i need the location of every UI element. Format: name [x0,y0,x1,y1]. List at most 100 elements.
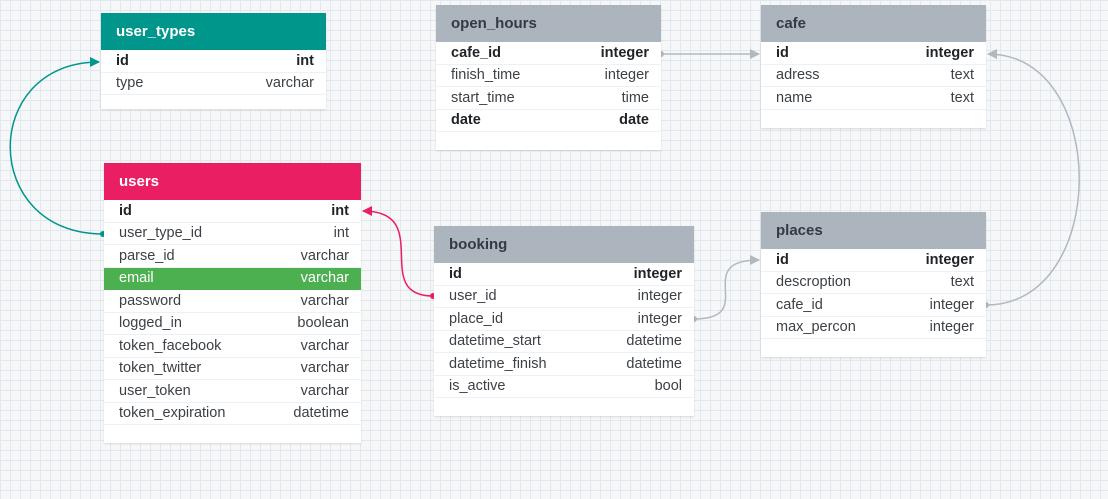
column-type: text [950,274,974,291]
column-name: max_percon [776,319,856,336]
column-type: integer [600,44,649,61]
column-row[interactable]: user_token varchar [104,380,361,403]
column-row[interactable]: token_expiration datetime [104,403,361,425]
relation-places-cafe[interactable] [985,49,1080,306]
column-type: datetime [293,405,349,422]
column-row[interactable]: id integer [761,42,986,65]
column-name: cafe_id [776,296,823,313]
column-row[interactable]: max_percon integer [761,317,986,339]
table-users[interactable]: users id int user_type_id int parse_id v… [104,163,361,443]
table-booking[interactable]: booking id integer user_id integer place… [434,226,694,416]
column-row[interactable]: start_time time [436,87,661,110]
column-type: varchar [300,360,349,377]
column-type: varchar [300,382,349,399]
column-row[interactable]: parse_id varchar [104,245,361,268]
column-row[interactable]: place_id integer [434,308,694,331]
column-name: id [776,44,789,61]
table-footer [434,398,694,416]
column-row[interactable]: datetime_start datetime [434,331,694,353]
column-name: email [119,270,154,287]
column-name: start_time [451,89,515,106]
column-type: varchar [300,292,349,309]
column-name: is_active [449,378,506,395]
column-row[interactable]: user_type_id int [104,223,361,245]
column-row[interactable]: id int [104,200,361,223]
column-name: datetime_start [449,333,541,350]
column-row[interactable]: password varchar [104,290,361,313]
table-header[interactable]: open_hours [436,5,661,42]
column-name: cafe_id [451,44,501,61]
column-name: logged_in [119,315,182,332]
relation-booking-places[interactable] [693,255,760,320]
column-name: descroption [776,274,851,291]
column-row[interactable]: id integer [434,263,694,286]
column-type: datetime [626,355,682,372]
column-type: int [331,202,349,219]
column-row[interactable]: date date [436,110,661,132]
table-open-hours[interactable]: open_hours cafe_id integer finish_time i… [436,5,661,150]
column-row[interactable]: token_twitter varchar [104,358,361,380]
table-places[interactable]: places id integer descroption text cafe_… [761,212,986,357]
table-header[interactable]: users [104,163,361,200]
table-header[interactable]: places [761,212,986,249]
column-name: user_token [119,382,191,399]
column-name: datetime_finish [449,355,547,372]
table-header[interactable]: user_types [101,13,326,50]
column-type: text [950,67,974,84]
column-name: id [119,202,132,219]
column-name: name [776,89,813,106]
table-footer [101,95,326,109]
column-type: integer [637,288,682,305]
table-cafe[interactable]: cafe id integer adress text name text [761,5,986,128]
column-row[interactable]: id integer [761,249,986,272]
column-type: boolean [297,315,349,332]
column-row[interactable]: cafe_id integer [436,42,661,65]
table-footer [761,110,986,128]
relation-booking-users[interactable] [362,206,434,297]
column-row-highlighted[interactable]: email varchar [104,267,361,290]
column-row[interactable]: datetime_finish datetime [434,353,694,376]
column-row[interactable]: adress text [761,65,986,87]
table-footer [761,339,986,357]
column-name: id [116,52,129,69]
column-name: type [116,75,144,92]
column-row[interactable]: cafe_id integer [761,294,986,317]
table-footer [436,132,661,150]
column-row[interactable]: logged_in boolean [104,313,361,335]
column-name: finish_time [451,67,521,84]
column-row[interactable]: token_facebook varchar [104,335,361,358]
column-name: adress [776,67,820,84]
column-type: int [333,225,349,242]
table-header[interactable]: cafe [761,5,986,42]
relation-users-user-types[interactable] [9,57,104,235]
column-name: token_twitter [119,360,202,377]
column-row[interactable]: id int [101,50,326,73]
column-row[interactable]: descroption text [761,272,986,294]
column-row[interactable]: type varchar [101,73,326,95]
column-row[interactable]: is_active bool [434,376,694,398]
column-name: id [776,251,789,268]
column-name: user_id [449,288,497,305]
column-type: varchar [300,247,349,264]
column-type: varchar [300,337,349,354]
table-user-types[interactable]: user_types id int type varchar [101,13,326,109]
column-type: time [621,89,649,106]
column-row[interactable]: user_id integer [434,286,694,308]
column-name: password [119,292,182,309]
column-name: token_facebook [119,337,222,354]
column-type: varchar [300,270,349,287]
column-row[interactable]: finish_time integer [436,65,661,87]
column-row[interactable]: name text [761,87,986,110]
column-type: integer [929,296,974,313]
column-name: parse_id [119,247,175,264]
column-type: integer [633,265,682,282]
column-type: integer [925,44,974,61]
table-header[interactable]: booking [434,226,694,263]
column-name: date [451,112,481,129]
column-type: varchar [265,75,314,92]
column-type: date [619,112,649,129]
column-type: int [296,52,314,69]
table-footer [104,425,361,443]
column-type: bool [654,378,682,395]
